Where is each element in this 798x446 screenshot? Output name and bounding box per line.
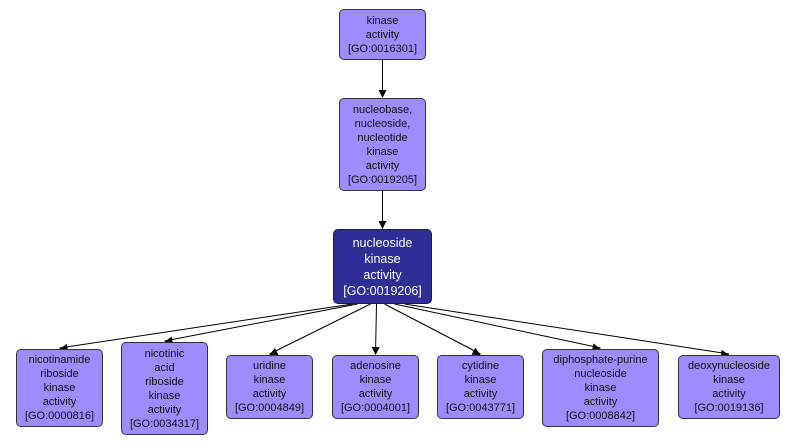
term-label-line: activity [365,159,400,172]
term-label-line: nucleoside [574,368,627,380]
term-label-line: kinase [364,251,401,266]
term-label-line: kinase [713,374,745,386]
term-label-line: nucleoside, [354,117,411,130]
term-label-line: activity [583,396,618,408]
term-label-line: uridine [252,360,287,372]
term-label-line: kinase [148,389,181,402]
arrowhead-icon [371,346,380,355]
go-id-label: [GO:0019205] [347,173,418,186]
term-label-line: kinase [464,374,497,386]
go-id-label: [GO:0004849] [234,402,305,414]
go-id-label: [GO:0004001] [340,402,411,414]
go-id-label: [GO:0019206] [343,283,422,298]
term-label-line: riboside [40,368,79,380]
term-label-line: activity [463,388,498,400]
term-label-line: kinase [253,374,286,386]
arrowhead-icon [269,347,279,355]
edge-line [394,303,601,349]
edge-line [384,303,481,355]
go-id-label: [GO:0034317] [129,417,200,430]
go-term-node[interactable]: nicotinamide riboside kinase activity [GO:00… [16,349,103,427]
arrowhead-icon [378,221,387,229]
go-term-node[interactable]: uridine kinase activity [GO:0004849] [226,355,313,419]
go-term-node[interactable]: deoxynucleoside kinase activity [GO:0019136… [678,355,780,419]
term-label-line: activity [358,388,393,400]
go-id-label: [GO:0000816] [24,410,95,422]
term-label-line: deoxynucleoside [688,360,770,372]
term-label-line: diphosphate-purine [553,354,648,366]
arrowhead-icon [471,347,481,355]
edge-line [375,303,377,355]
term-label-line: nucleobase, [352,103,413,116]
term-label-line: kinase [366,145,399,158]
term-label-line: acid [154,361,175,374]
edge-line [404,303,730,355]
go-id-label: [GO:0019136] [694,402,764,414]
go-id-label: [GO:0008842] [565,410,636,422]
term-label-line: kinase [43,382,76,394]
go-term-node[interactable]: adenosine kinase activity [GO:0004001] [332,355,419,419]
edge-line [164,303,358,342]
term-label-line: nicotinamide [28,354,91,366]
arrowhead-icon [378,90,387,98]
edge-line [269,303,371,355]
edge-line [59,303,353,349]
go-term-node[interactable]: diphosphate-purine nucleoside kinase activi… [542,349,659,427]
go-id-label: [GO:0016301] [347,42,418,55]
go-term-node[interactable]: cytidine kinase activity [GO:0043771] [437,355,524,419]
term-label-line: activity [712,388,746,400]
term-label-line: nucleotide [357,131,408,144]
term-label-line: nicotinic [144,347,185,360]
term-label-line: riboside [145,375,184,388]
term-label-line: activity [147,403,182,416]
term-label-line: kinase [584,382,617,394]
term-label-line: nucleoside [352,235,413,250]
go-id-label: [GO:0043771] [445,402,516,414]
term-label-line: activity [42,396,77,408]
term-label-line: adenosine [350,360,401,372]
term-label-line: kinase [366,14,399,27]
term-label-line: kinase [359,374,392,386]
term-label-line: activity [363,267,402,282]
term-label-line: activity [365,28,400,41]
term-label-line: cytidine [461,360,500,372]
term-label-line: activity [252,388,287,400]
